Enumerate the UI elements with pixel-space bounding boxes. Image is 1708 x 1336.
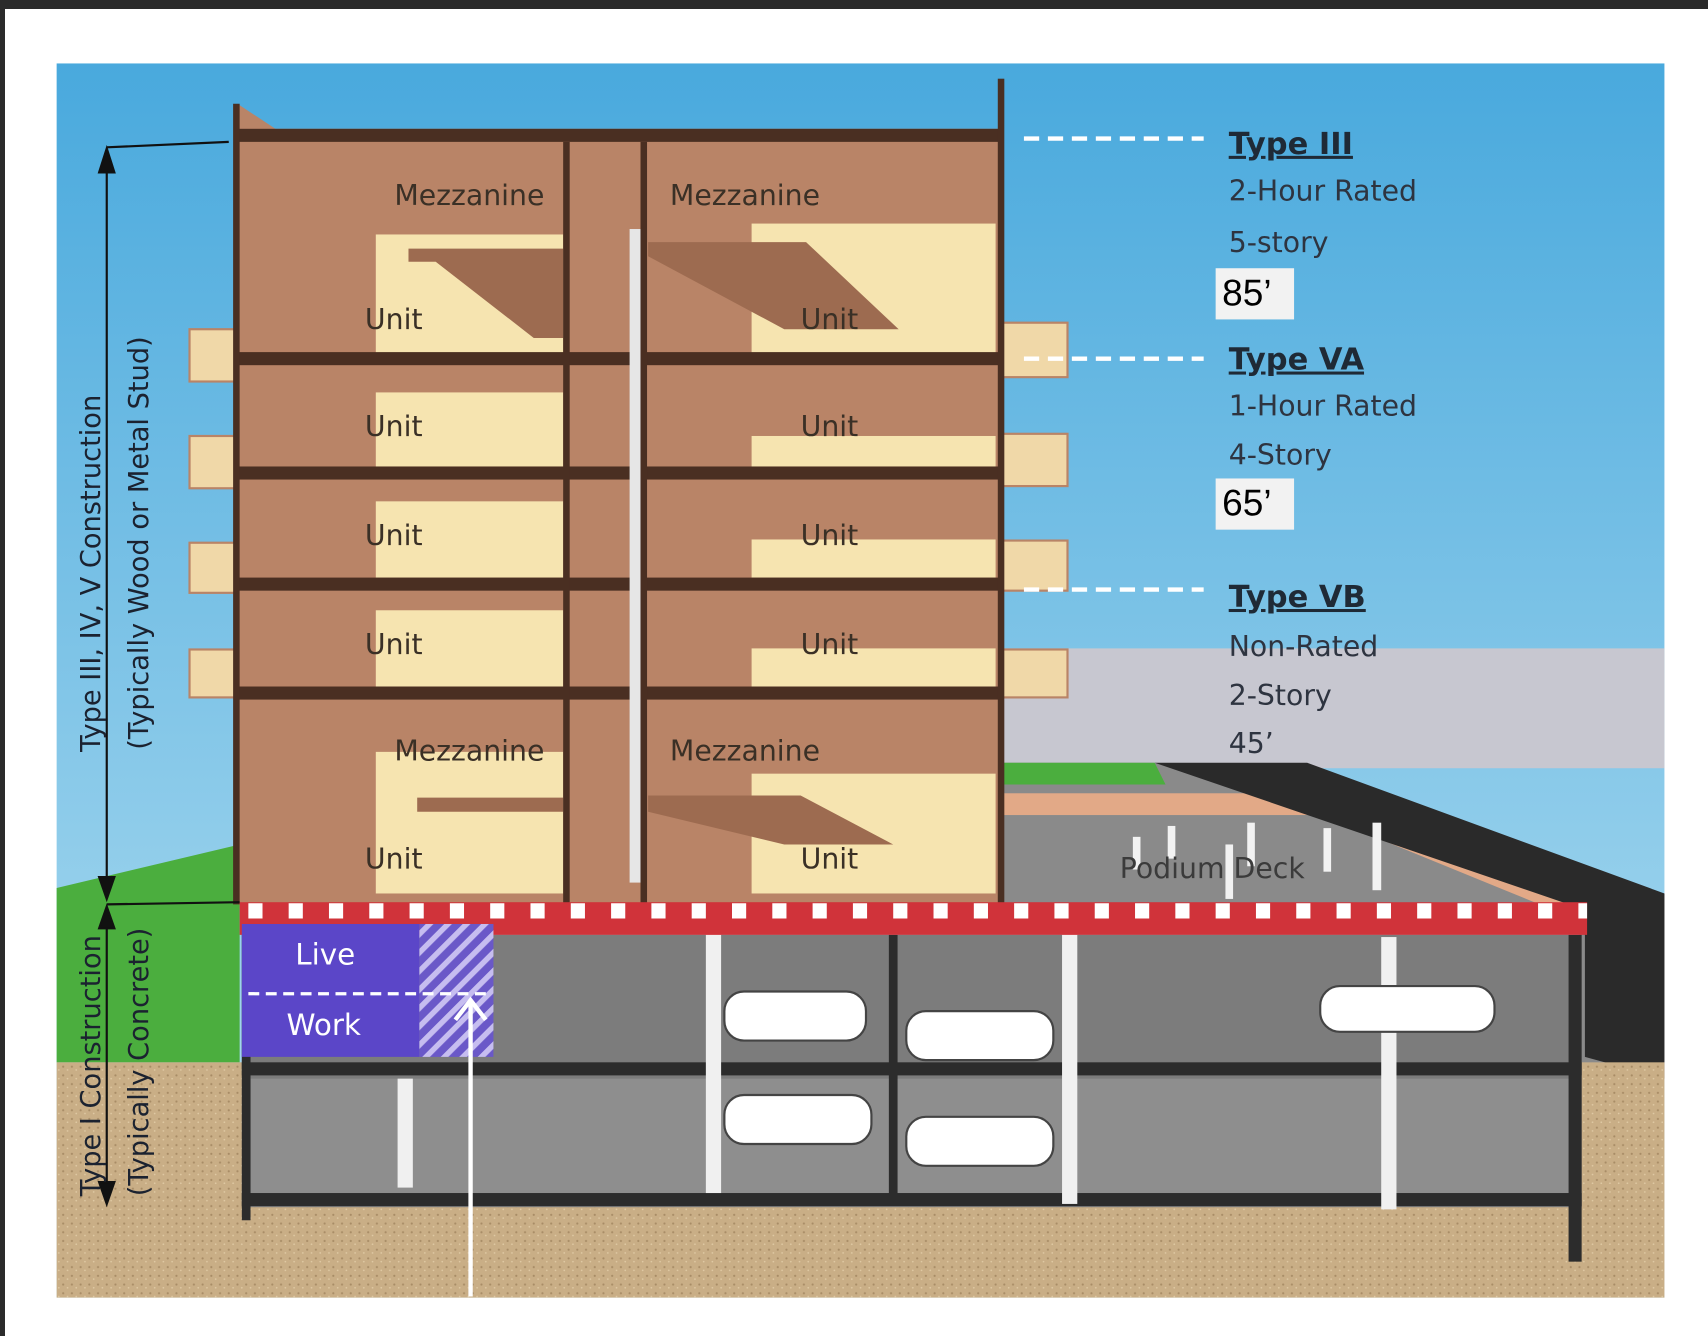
type-iii-label: Type III 2-Hour Rated 5-story 85’ bbox=[1215, 127, 1417, 320]
ground-grass-right bbox=[1002, 762, 1166, 785]
people-figures bbox=[1132, 822, 1382, 899]
parked-cars bbox=[723, 984, 1496, 1167]
label-unit: Unit bbox=[801, 410, 859, 443]
label-unit: Unit bbox=[365, 628, 423, 661]
label-unit: Unit bbox=[801, 628, 859, 661]
label-unit: Unit bbox=[365, 410, 423, 443]
stair-shaft bbox=[629, 229, 641, 883]
upper-construction-title: Type III, IV, V Construction bbox=[76, 395, 107, 753]
unit-interiors bbox=[375, 223, 996, 894]
live-work-unit bbox=[241, 923, 420, 1057]
type-height: 65’ bbox=[1222, 482, 1271, 524]
type-rating: Non-Rated bbox=[1229, 630, 1379, 663]
mezzanine-slabs bbox=[408, 242, 899, 845]
label-unit: Unit bbox=[365, 519, 423, 552]
type-title: Type III bbox=[1229, 127, 1353, 162]
label-mezzanine: Mezzanine bbox=[670, 179, 820, 212]
floor-slabs bbox=[233, 78, 1005, 905]
label-unit: Unit bbox=[365, 303, 423, 336]
label-mezzanine: Mezzanine bbox=[670, 735, 820, 768]
live-work-stair bbox=[419, 923, 494, 1057]
ground-grass-left bbox=[56, 844, 240, 1063]
label-unit: Unit bbox=[365, 842, 423, 875]
type-height: 45’ bbox=[1229, 727, 1274, 760]
type-stories: 2-Story bbox=[1229, 679, 1332, 712]
type-vb-label: Type VB Non-Rated 2-Story 45’ bbox=[1229, 580, 1379, 760]
type-stories: 4-Story bbox=[1229, 438, 1332, 471]
live-label: Live bbox=[295, 937, 355, 971]
type-title: Type VB bbox=[1229, 580, 1366, 615]
garage-slabs bbox=[241, 934, 1582, 1262]
balconies bbox=[188, 321, 1069, 699]
entry-arrowhead-icon bbox=[453, 996, 488, 1022]
type-rating: 1-Hour Rated bbox=[1229, 389, 1417, 422]
room-labels: Mezzanine Mezzanine Mezzanine Mezzanine … bbox=[365, 179, 858, 875]
horizon-band bbox=[1002, 648, 1665, 769]
lower-construction-title: Type I Construction bbox=[76, 935, 107, 1197]
window-top-bar bbox=[0, 0, 1708, 9]
street bbox=[1154, 762, 1665, 1079]
deck-parapet-front bbox=[1002, 793, 1340, 816]
type-height: 85’ bbox=[1222, 271, 1271, 313]
podium-deck-label: Podium Deck bbox=[1120, 852, 1306, 885]
label-unit: Unit bbox=[801, 303, 859, 336]
dimension-lines bbox=[97, 140, 240, 1208]
label-unit: Unit bbox=[801, 842, 859, 875]
lower-construction-subtitle: (Typically Concrete) bbox=[124, 928, 155, 1197]
label-mezzanine: Mezzanine bbox=[394, 735, 544, 768]
label-unit: Unit bbox=[801, 519, 859, 552]
label-mezzanine: Mezzanine bbox=[394, 179, 544, 212]
type-title: Type VA bbox=[1229, 343, 1365, 378]
window-left-edge bbox=[0, 9, 5, 1336]
work-label: Work bbox=[286, 1008, 360, 1042]
type-stories: 5-story bbox=[1229, 226, 1329, 259]
upper-construction-subtitle: (Typically Wood or Metal Stud) bbox=[124, 336, 155, 749]
type-va-label: Type VA 1-Hour Rated 4-Story 65’ bbox=[1215, 343, 1417, 530]
height-leader-lines bbox=[1023, 136, 1204, 592]
type-rating: 2-Hour Rated bbox=[1229, 175, 1417, 208]
